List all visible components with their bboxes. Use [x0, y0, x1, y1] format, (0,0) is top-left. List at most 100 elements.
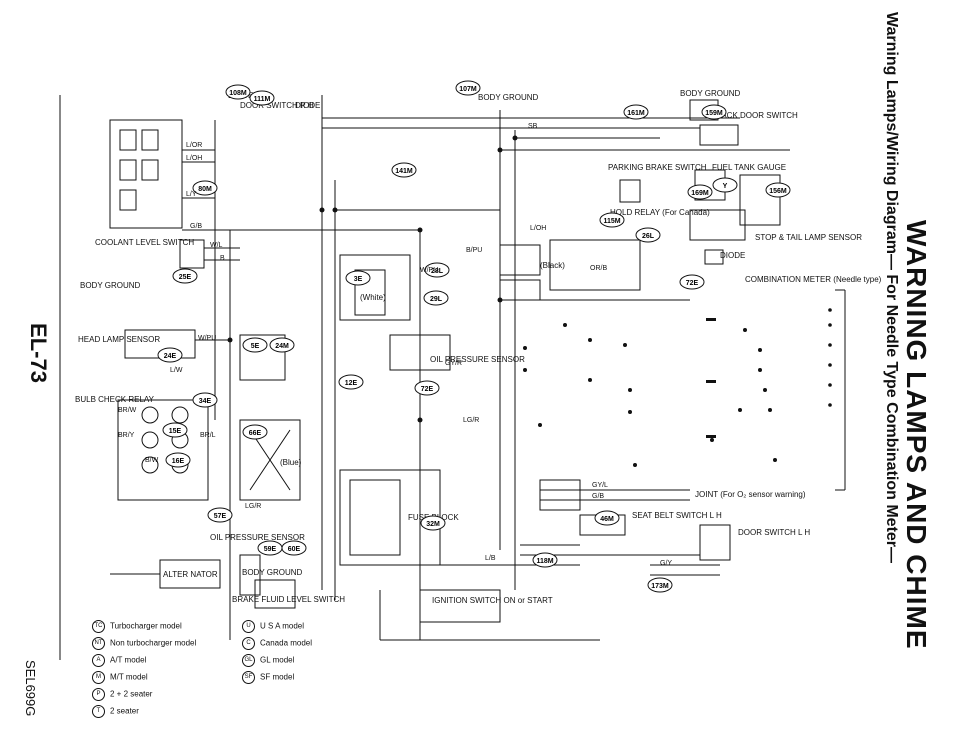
connector-label: 32M: [426, 521, 440, 528]
wire-code-label: OR/B: [590, 265, 607, 272]
legend-code-icon: NT: [92, 637, 105, 650]
connector-label: 156M: [769, 188, 787, 195]
wire-code-label: GY/R: [445, 360, 462, 367]
connector-label: 107M: [459, 86, 477, 93]
wire-code-label: W/L: [210, 242, 223, 249]
wire-code-label: B/W: [145, 457, 159, 464]
legend-text: 2 + 2 seater: [110, 689, 153, 699]
connector-label: Y: [723, 183, 728, 190]
connector-label: 26L: [642, 233, 655, 240]
legend-text: 2 seater: [110, 706, 139, 716]
connector-108M: 108M: [225, 84, 251, 100]
wire-code-label: BR/L: [200, 432, 216, 439]
blue-connector-label: (Blue): [280, 458, 302, 467]
connector-label: 115M: [603, 218, 620, 225]
wire-code-label: L/OR: [186, 142, 202, 149]
connector-141M: 141M: [391, 162, 417, 178]
legend-text: GL model: [260, 655, 295, 665]
page-number-area: EL-73 SEL699G: [0, 0, 80, 741]
page-title: WARNING LAMPS AND CHIME: [901, 220, 932, 650]
body-ground-21e-label: BODY GROUND: [80, 281, 141, 290]
connector-label: 118M: [536, 558, 553, 565]
legend-item: C Canada model: [242, 637, 312, 650]
wire-code-label: LG/R: [245, 503, 261, 510]
connector-161M: 161M: [623, 104, 649, 120]
connector-label: 108M: [229, 90, 247, 97]
connector-24M: 24M: [269, 337, 295, 353]
connector-25E: 25E: [172, 268, 198, 284]
alternator-label: ALTER NATOR: [163, 570, 218, 579]
connector-label: 24E: [164, 353, 177, 360]
connector-3E: 3E: [345, 270, 371, 286]
connector-label: 60E: [288, 546, 301, 553]
connector-label: 15E: [169, 428, 182, 435]
diode-label-2: DIODE: [295, 101, 320, 110]
stop-tail-lamp-sensor-label: STOP & TAIL LAMP SENSOR: [755, 233, 862, 242]
legend-code-icon: M: [92, 671, 105, 684]
legend-code-icon: C: [242, 637, 255, 650]
legend-text: Turbocharger model: [110, 621, 182, 631]
wire-code-label: SB: [528, 123, 538, 130]
connector-label: 12E: [345, 380, 358, 387]
connector-59E: 59E: [257, 540, 283, 556]
connector-28L: 28L: [424, 262, 450, 278]
legend-text: A/T model: [110, 655, 147, 665]
figure-code: SEL699G: [23, 660, 38, 717]
parking-brake-switch-label: PARKING BRAKE SWITCH: [608, 163, 707, 172]
legend-text: U S A model: [260, 621, 305, 631]
head-lamp-sensor-label: HEAD LAMP SENSOR: [78, 335, 160, 344]
connector-34E: 34E: [192, 392, 218, 408]
wire-code-label: B: [220, 255, 225, 262]
connector-label: 161M: [627, 110, 645, 117]
connector-118M: 118M: [532, 552, 558, 568]
ignition-switch-label: IGNITION SWITCH ON or START: [432, 596, 553, 605]
connector-5E: 5E: [242, 337, 268, 353]
back-door-switch-label: BACK DOOR SWITCH: [716, 111, 798, 120]
legend-code-icon: T: [92, 705, 105, 718]
wire-code-label: L/Y: [186, 191, 197, 198]
joint-label: JOINT (For O₂ sensor warning): [695, 490, 806, 499]
connector-label: 5E: [251, 343, 260, 350]
connector-16E: 16E: [165, 452, 191, 468]
legend-text: Non turbocharger model: [110, 638, 197, 648]
legend-item: A A/T model: [92, 654, 196, 667]
connector-label: 111M: [254, 96, 271, 103]
connector-80M: 80M: [192, 180, 218, 196]
wire-code-label: G/Y: [660, 560, 672, 567]
connector-26L: 26L: [635, 227, 661, 243]
legend-code-icon: A: [92, 654, 105, 667]
connector-label: 72E: [686, 280, 699, 287]
connector-label: 59E: [264, 546, 277, 553]
connector-32M: 32M: [420, 515, 446, 531]
fuel-tank-gauge-label: FUEL TANK GAUGE: [712, 163, 786, 172]
wire-code-label: B/PU: [466, 247, 482, 254]
wire-code-label: W/PU: [198, 335, 216, 342]
connector-72E: 72E: [679, 274, 705, 290]
diode-label-3: DIODE: [720, 251, 745, 260]
connector-label: 66E: [249, 430, 262, 437]
connector-label: 16E: [172, 458, 185, 465]
coolant-level-switch-label: COOLANT LEVEL SWITCH: [95, 238, 194, 247]
body-ground-right-label: BODY GROUND: [680, 89, 741, 98]
connector-label: 173M: [651, 583, 669, 590]
connector-label: 72E: [421, 386, 434, 393]
hold-relay-label: HOLD RELAY (For Canada): [610, 208, 710, 217]
legend-code-icon: SF: [242, 671, 255, 684]
connector-label: 29L: [430, 296, 443, 303]
wire-code-label: G/B: [190, 223, 202, 230]
legend-text: Canada model: [260, 638, 313, 648]
connector-60E: 60E: [281, 540, 307, 556]
title-area: WARNING LAMPS AND CHIME Warning Lamps/Wi…: [780, 0, 960, 741]
connector-labels: 108M 111M 107M 161M 159M 141M 80M 25E 24E 3E 28L 29…: [157, 80, 791, 593]
wire-code-label: BR/W: [118, 407, 137, 414]
connector-label: 159M: [705, 110, 723, 117]
legend-code-icon: P: [92, 688, 105, 701]
black-connector-label: (Black): [540, 261, 565, 270]
wire-code-label: BR/Y: [118, 432, 135, 439]
